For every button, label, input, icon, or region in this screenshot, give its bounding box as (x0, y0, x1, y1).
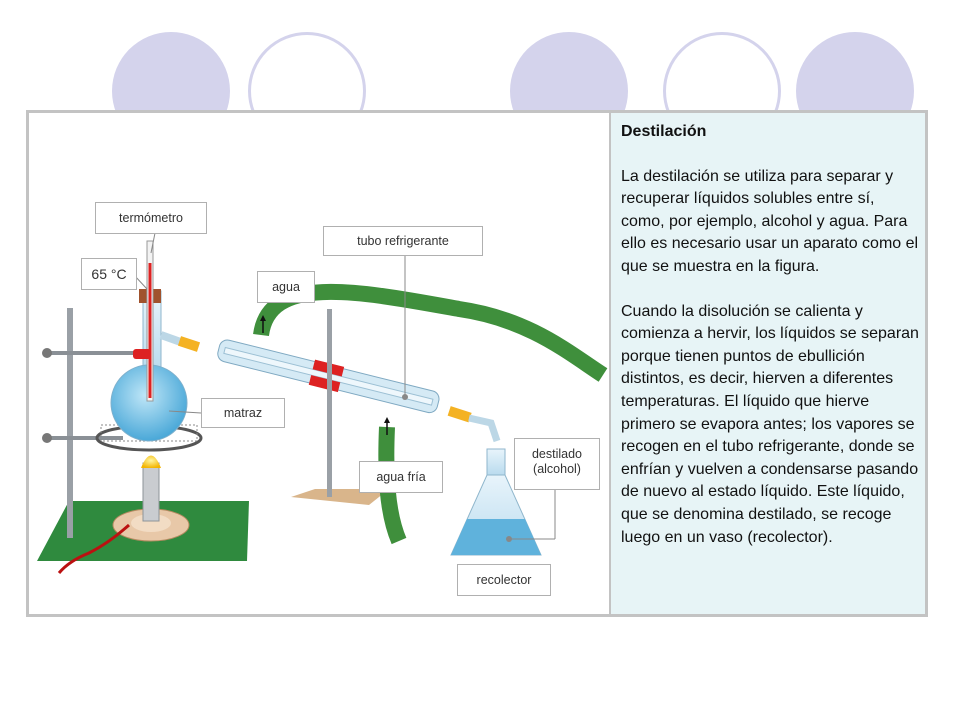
content-frame: termómetro 65 °C tubo refrigerante agua … (26, 110, 928, 617)
label-destilado: destilado(alcohol) (514, 438, 600, 490)
label-recolector: recolector (457, 564, 551, 596)
clamp-lower (43, 436, 123, 440)
paragraph-intro: La destilación se utiliza para separar y… (621, 167, 919, 275)
clamp-upper (43, 351, 143, 355)
burner-tube (142, 462, 160, 522)
distillation-figure: termómetro 65 °C tubo refrigerante agua … (29, 113, 609, 614)
label-matraz: matraz (201, 398, 285, 428)
label-tubo-refrigerante: tubo refrigerante (323, 226, 483, 256)
panel-title: Destilación (621, 123, 707, 140)
paragraph-process: Cuando la disolución se calienta y comie… (621, 302, 919, 546)
label-agua: agua (257, 271, 315, 303)
stand-rod (67, 308, 73, 538)
collector-flask (450, 448, 542, 556)
label-agua-fria: agua fría (359, 461, 443, 493)
explanation-panel: Destilación La destilación se utiliza pa… (609, 113, 925, 614)
distillation-apparatus-illustration (37, 232, 608, 574)
label-termometro: termómetro (95, 202, 207, 234)
stand-base-2 (291, 489, 389, 505)
gas-hose (57, 523, 131, 574)
label-temperatura: 65 °C (81, 258, 137, 290)
